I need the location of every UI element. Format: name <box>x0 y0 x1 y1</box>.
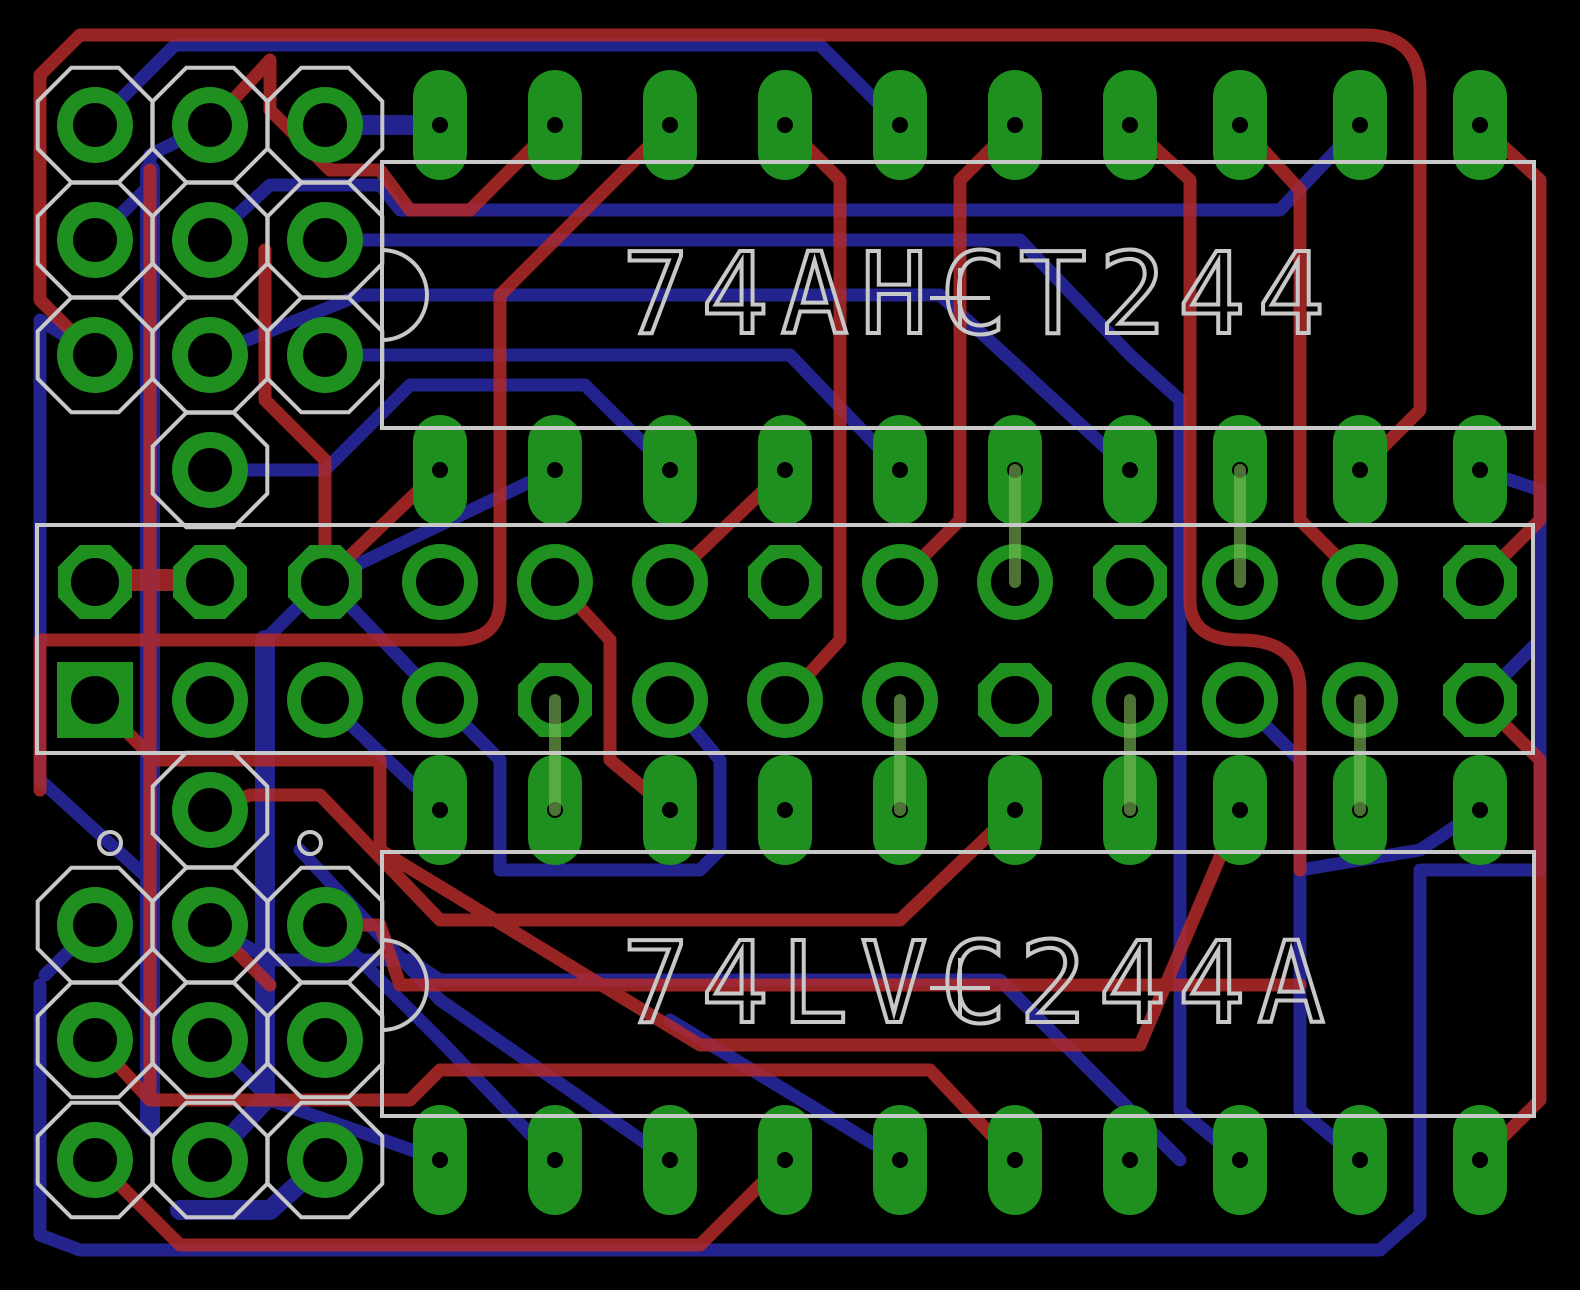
drill-hole <box>531 558 579 606</box>
drill-hole <box>188 218 232 262</box>
drill-hole <box>1007 117 1023 133</box>
drill-hole <box>662 117 678 133</box>
drill-hole <box>547 462 563 478</box>
drill-hole <box>73 1138 117 1182</box>
drill-hole <box>662 462 678 478</box>
drill-hole <box>1122 1152 1138 1168</box>
drill-hole <box>662 802 678 818</box>
chip-notch-bottom <box>381 938 429 1032</box>
drill-hole <box>777 1152 793 1168</box>
drill-hole <box>71 676 119 724</box>
mount-hole-right <box>297 830 323 856</box>
drill-hole <box>188 1018 232 1062</box>
connector-outline <box>265 1100 385 1220</box>
drill-hole <box>892 1152 908 1168</box>
drill-hole <box>303 1138 347 1182</box>
drill-hole <box>991 676 1039 724</box>
drill-hole <box>188 103 232 147</box>
drill-hole <box>1232 117 1248 133</box>
drill-hole <box>416 676 464 724</box>
drill-hole <box>188 1138 232 1182</box>
drill-hole <box>761 676 809 724</box>
drill-hole <box>1122 117 1138 133</box>
drill-hole <box>547 1152 563 1168</box>
silkscreen-layer <box>35 65 1536 1220</box>
drill-hole <box>777 462 793 478</box>
drill-hole <box>777 117 793 133</box>
pads-layer <box>57 70 1517 1215</box>
drill-hole <box>186 558 234 606</box>
drill-hole <box>1336 558 1384 606</box>
connector-outline <box>35 980 155 1100</box>
drill-hole <box>73 903 117 947</box>
drill-hole <box>1352 1152 1368 1168</box>
drill-hole <box>303 218 347 262</box>
drill-hole <box>1106 558 1154 606</box>
connector-outline <box>265 980 385 1100</box>
drill-hole <box>547 117 563 133</box>
chip-notch-top <box>381 248 429 342</box>
drill-hole <box>1122 462 1138 478</box>
header-outline <box>35 523 1535 755</box>
drill-hole <box>1007 1152 1023 1168</box>
chip-label-74ahct244: 74AHCT244 <box>622 230 1337 360</box>
connector-outline <box>150 980 270 1100</box>
drill-hole <box>188 333 232 377</box>
drill-hole <box>1472 1152 1488 1168</box>
drill-hole <box>1472 802 1488 818</box>
drill-hole <box>432 462 448 478</box>
drill-hole <box>416 558 464 606</box>
drill-hole <box>646 558 694 606</box>
drill-hole <box>1007 802 1023 818</box>
drill-hole <box>892 462 908 478</box>
connector-outline <box>150 410 270 530</box>
drill-hole <box>186 676 234 724</box>
drill-hole <box>432 802 448 818</box>
drill-hole <box>188 448 232 492</box>
drill-hole <box>73 333 117 377</box>
drill-hole <box>777 802 793 818</box>
drill-hole <box>876 558 924 606</box>
connector-outlines <box>35 65 385 1220</box>
drill-hole <box>301 676 349 724</box>
drill-hole <box>1472 117 1488 133</box>
drill-hole <box>1472 462 1488 478</box>
drill-hole <box>432 1152 448 1168</box>
drill-hole <box>73 218 117 262</box>
chip-center-cross-bottom <box>930 958 990 1018</box>
drill-hole <box>1456 558 1504 606</box>
drill-hole <box>646 676 694 724</box>
chip-outline-bottom <box>380 850 1536 1118</box>
drill-hole <box>303 1018 347 1062</box>
drill-hole <box>1352 462 1368 478</box>
drill-hole <box>1352 117 1368 133</box>
drill-hole <box>1232 802 1248 818</box>
drill-hole <box>662 1152 678 1168</box>
connector-outline <box>265 295 385 415</box>
chip-outline-top <box>380 160 1536 430</box>
connector-outline <box>35 1100 155 1220</box>
drill-hole <box>892 117 908 133</box>
drill-hole <box>303 103 347 147</box>
mount-hole-left <box>97 830 123 856</box>
drill-hole <box>761 558 809 606</box>
drill-hole <box>188 788 232 832</box>
connector-outline <box>150 1100 270 1220</box>
chip-center-cross-top <box>930 268 990 328</box>
drill-hole <box>73 1018 117 1062</box>
drill-hole <box>1456 676 1504 724</box>
chip-label-74lvc244a: 74LVC244A <box>622 919 1337 1049</box>
drill-hole <box>303 903 347 947</box>
drill-hole <box>432 117 448 133</box>
drill-hole <box>1232 1152 1248 1168</box>
drill-hole <box>73 103 117 147</box>
drill-hole <box>71 558 119 606</box>
drill-hole <box>188 903 232 947</box>
drill-hole <box>301 558 349 606</box>
drill-hole <box>1216 676 1264 724</box>
drill-hole <box>303 333 347 377</box>
connector-outline <box>35 295 155 415</box>
